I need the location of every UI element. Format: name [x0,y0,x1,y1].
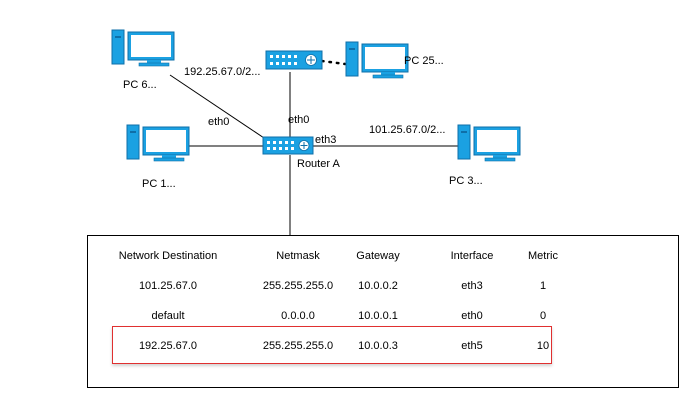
table-cell: 0 [539,310,547,322]
header-network-destination: Network Destination [118,250,218,262]
table-cell: 255.255.255.0 [262,340,334,352]
link-router-top-pc25 [320,59,347,66]
table-cell: 10.0.0.3 [358,340,398,352]
table-cell: eth0 [461,310,483,322]
header-netmask: Netmask [276,250,320,262]
pc1-desktop-computer-icon [126,124,190,162]
table-cell: eth5 [461,340,483,352]
routing-table: Network Destination Netmask Gateway Inte… [87,235,679,388]
top-router-icon [265,50,323,70]
pc6-desktop-computer-icon [111,29,175,67]
table-cell: default [151,310,185,322]
table-cell: 1 [539,280,547,292]
table-cell: 0.0.0.0 [281,310,315,322]
table-cell: 10 [536,340,550,352]
pc25-label: PC 25... [404,55,444,67]
table-cell: eth3 [461,280,483,292]
pc3-interface-label: eth3 [315,134,337,146]
pc6-label: PC 6... [123,79,157,91]
router-top-interface-label: eth0 [288,114,310,126]
pc6-interface-label: eth0 [208,116,230,128]
table-cell: 255.255.255.0 [262,280,334,292]
table-cell: 10.0.0.2 [358,280,398,292]
link-router-a-pc6 [169,74,271,143]
highlighted-row-box [112,326,552,364]
header-metric: Metric [528,250,558,262]
table-cell: 101.25.67.0 [138,280,198,292]
pc6-network-label: 192.25.67.0/2... [184,66,261,78]
header-gateway: Gateway [356,250,400,262]
router-a-label: Router A [297,158,340,170]
table-cell: 192.25.67.0 [138,340,198,352]
pc3-label: PC 3... [449,175,483,187]
pc25-desktop-computer-icon [345,41,409,79]
pc3-network-label: 101.25.67.0/2... [369,124,446,136]
router-a-icon [262,136,314,155]
pc3-desktop-computer-icon [457,124,521,162]
table-cell: 10.0.0.1 [358,310,398,322]
header-interface: Interface [450,250,494,262]
pc1-label: PC 1... [142,178,176,190]
